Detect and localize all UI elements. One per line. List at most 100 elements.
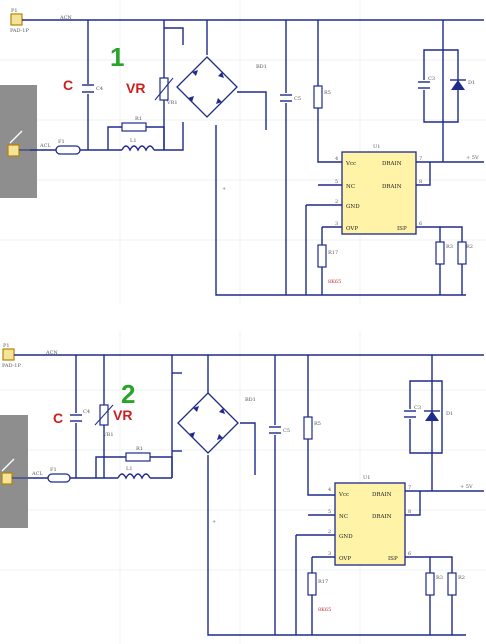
pin-num-3: 3 [328, 551, 331, 557]
connector-p2 [1, 458, 28, 485]
connector-p1: P1 PAD-1P [2, 343, 21, 369]
capacitor-c4: C4 [82, 84, 103, 94]
pin-num-6: 6 [419, 221, 422, 227]
pin-num-8: 8 [419, 179, 422, 185]
diode-d1: D1 [450, 79, 475, 90]
pin-num-5: 5 [328, 509, 331, 515]
output-label: + 5V [460, 484, 473, 490]
pin-num-4: 4 [335, 156, 338, 162]
panel-divider [0, 305, 486, 331]
schematic-panel-1: P1 PAD-1P F1 [0, 8, 484, 296]
c3-label: C3 [414, 405, 421, 411]
pin-ovp: OVP [339, 556, 351, 562]
capacitor-c4: C4 [70, 409, 90, 423]
ground-return [207, 455, 466, 636]
r3-label: R3 [436, 575, 443, 581]
l1-label: L1 [130, 138, 137, 144]
annotation-number: 1 [110, 42, 124, 72]
bridge-feed [164, 27, 184, 45]
p1-label: P1 [3, 343, 10, 349]
resistor-r2: R2 [447, 572, 465, 596]
pin-vcc: Vcc [345, 161, 356, 167]
bridge-rectifier-bd1: BD1 [177, 392, 256, 454]
p1-label: P1 [11, 8, 18, 14]
resistor-r3: R3 [425, 572, 443, 596]
u1-label: U1 [363, 475, 370, 481]
c4-label: C4 [96, 86, 103, 92]
f1-label: F1 [58, 139, 65, 145]
l1-label: L1 [126, 466, 133, 472]
acn-label: ACN [59, 15, 72, 21]
pin-num-7: 7 [408, 485, 411, 491]
pin-isp: ISP [397, 226, 407, 232]
resistor-r2: R2 [457, 241, 473, 265]
resistor-r17: R17 8K65 [307, 572, 331, 613]
plus-label: + [222, 186, 226, 192]
r5-branch [317, 20, 342, 163]
schematic-panel-2: P1 PAD-1P F1 [0, 343, 484, 636]
pin-num-5: 5 [335, 179, 338, 185]
c5-label: C5 [283, 428, 290, 434]
drain2-wire [405, 491, 421, 516]
capacitor-c5: C5 [269, 425, 290, 435]
bridge-right-wire [240, 422, 256, 475]
capacitor-c3: C3 [418, 76, 435, 90]
d1-label: D1 [446, 411, 453, 417]
c3-label: C3 [428, 76, 435, 82]
vr1-label: VR1 [102, 432, 114, 438]
snubber-loop [409, 380, 443, 454]
c4-label: C4 [83, 409, 90, 415]
ground-return [215, 125, 466, 296]
pin-num-7: 7 [419, 156, 422, 162]
d1-label: D1 [468, 80, 475, 86]
pin-num-8: 8 [408, 509, 411, 515]
pin-num-2: 2 [335, 199, 338, 205]
acn-label: ACN [45, 350, 58, 356]
bd1-label: BD1 [245, 397, 256, 403]
c5-label: C5 [294, 96, 301, 102]
r5-label: R5 [324, 90, 331, 96]
pin-num-6: 6 [408, 551, 411, 557]
varistor-vr1: VR1 [154, 77, 178, 106]
f1-label: F1 [50, 467, 57, 473]
pin-nc: NC [339, 514, 348, 520]
resistor-r1: R1 [121, 116, 147, 132]
varistor-vr1: VR1 [94, 404, 114, 438]
drain2-wire [416, 162, 431, 186]
connector-p2 [7, 130, 30, 157]
pin-num-4: 4 [328, 487, 331, 493]
r5-branch [307, 355, 335, 496]
r1-label: R1 [135, 116, 142, 122]
resistor-r3: R3 [435, 241, 453, 265]
r2-label: R2 [466, 244, 473, 250]
p1-sub-label: PAD-1P [2, 363, 21, 369]
capacitor-c5: C5 [280, 93, 301, 103]
pin-vcc: Vcc [338, 492, 349, 498]
bridge-right-wire [237, 91, 267, 130]
pin-isp: ISP [388, 556, 398, 562]
vr1-label: VR1 [166, 100, 178, 106]
pin-drain-2: DRAIN [372, 514, 392, 520]
plus-label: + [212, 519, 216, 525]
bd1-label: BD1 [256, 64, 267, 70]
annotation-vr: VR [126, 80, 145, 96]
r1-label: R1 [136, 446, 143, 452]
diode-d1: D1 [424, 410, 453, 421]
annotation-c: C [63, 77, 73, 93]
ic-u1: U1 Vcc NC GND OVP DRAIN DRAIN ISP 4 5 2 … [335, 144, 422, 235]
bridge-return [164, 122, 184, 151]
u1-label: U1 [373, 144, 380, 150]
resistor-r17: R17 8K65 [317, 244, 341, 285]
pin-drain-2: DRAIN [382, 184, 402, 190]
isp-wire [405, 556, 453, 635]
resistor-r5: R5 [303, 416, 321, 440]
pin-num-3: 3 [335, 221, 338, 227]
pin-num-2: 2 [328, 529, 331, 535]
r17-value: 8K65 [328, 279, 341, 285]
bridge-rectifier-bd1: BD1 [176, 56, 267, 118]
p1-sub-label: PAD-1P [10, 28, 29, 34]
r17-label: R17 [328, 250, 338, 256]
annotation-c: C [53, 410, 63, 426]
